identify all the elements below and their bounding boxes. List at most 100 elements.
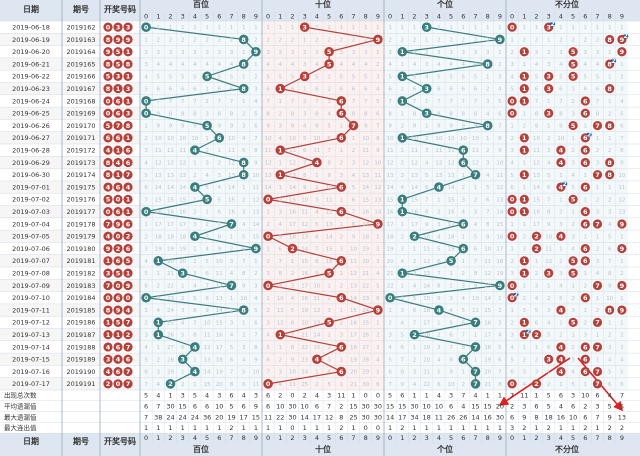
position-ball: [202, 194, 212, 205]
miss-count: 12: [387, 160, 394, 166]
stat-value: 0: [290, 424, 294, 432]
position-digit: 6: [461, 245, 466, 253]
combined-ball: [592, 120, 603, 131]
combined-digit: 7: [595, 220, 600, 228]
miss-count: 7: [547, 197, 551, 203]
digit-footer: 1: [522, 434, 526, 442]
position-digit: 6: [339, 368, 344, 376]
open-number: 9: [126, 36, 131, 44]
combined-digit: 1: [522, 331, 527, 339]
miss-count: 7: [437, 99, 441, 105]
miss-count: 10: [240, 296, 247, 302]
stat-value: 1: [315, 424, 319, 432]
open-number: 4: [106, 183, 111, 191]
combined-ball: [580, 96, 590, 106]
miss-count: 1: [486, 136, 490, 142]
open-number: 1: [106, 257, 111, 265]
miss-count: 26: [362, 333, 369, 339]
miss-count: 8: [559, 111, 563, 117]
miss-count: 2: [462, 382, 466, 388]
chart-text: 日期期号开奖号码日期期号开奖号码百位百位00112233445566778899…: [4, 0, 626, 454]
miss-count: 1: [193, 197, 197, 203]
position-ball: [165, 379, 176, 389]
miss-count: 12: [204, 345, 211, 351]
stat-value: 10: [569, 413, 577, 421]
miss-count: 8: [608, 271, 612, 277]
miss-count: 1: [413, 25, 417, 31]
miss-count: 2: [584, 283, 588, 289]
digit-header: 6: [339, 13, 343, 21]
open-number-ball: [113, 34, 123, 45]
digit-header: 2: [412, 13, 416, 21]
miss-count: 16: [448, 210, 455, 216]
miss-count: 10: [289, 136, 296, 142]
miss-count: 3: [559, 271, 563, 277]
open-number: 0: [116, 196, 121, 204]
miss-count: 3: [474, 210, 478, 216]
miss-count: 2: [388, 320, 392, 326]
miss-count: 1: [303, 87, 307, 93]
miss-count: 3: [144, 247, 148, 253]
digit-header: 3: [425, 13, 429, 21]
digit-header: 2: [168, 13, 172, 21]
position-ball: [336, 182, 347, 192]
miss-count: 2: [230, 247, 234, 253]
combined-digit: 4: [559, 356, 564, 364]
combined-ball: [531, 243, 542, 254]
miss-count: 2: [523, 124, 527, 130]
open-number-ball: [113, 231, 123, 241]
miss-count: 9: [474, 283, 478, 289]
combined-digit: 6: [583, 368, 588, 376]
stat-value: 36: [203, 413, 211, 421]
miss-count: 1: [462, 234, 466, 240]
repeat-badge: [513, 291, 519, 298]
stat-value: 9: [522, 413, 526, 421]
miss-count: 7: [388, 99, 392, 105]
position-digit: 9: [254, 48, 259, 56]
open-number-ball: [103, 157, 113, 168]
stat-value: 1: [559, 424, 563, 432]
miss-count: 2: [413, 259, 417, 265]
miss-count: 11: [496, 173, 503, 179]
position-digit: 4: [193, 233, 198, 241]
miss-count: 12: [167, 160, 174, 166]
miss-count: 17: [533, 222, 540, 228]
stat-value: 17: [240, 413, 248, 421]
miss-count: 1: [340, 357, 344, 363]
position-ball: [458, 243, 469, 254]
stat-value: 6: [559, 392, 563, 400]
miss-count: 4: [327, 111, 331, 117]
miss-count: 1: [584, 173, 588, 179]
miss-count: 19: [350, 357, 357, 363]
stat-value: 7: [595, 413, 599, 421]
miss-count: 3: [498, 320, 502, 326]
miss-count: 2: [559, 37, 563, 43]
miss-count: 16: [167, 210, 174, 216]
combined-ball: [617, 305, 627, 315]
open-number-ball: [113, 354, 123, 364]
miss-count: 9: [486, 234, 490, 240]
miss-count: 2: [205, 37, 209, 43]
miss-count: 4: [510, 345, 514, 351]
miss-count: 18: [448, 234, 455, 240]
miss-count: 22: [362, 283, 369, 289]
miss-count: 3: [376, 345, 380, 351]
miss-count: 4: [547, 160, 551, 166]
miss-count: 4: [242, 136, 246, 142]
open-number-ball: [103, 207, 113, 217]
miss-count: 2: [181, 296, 185, 302]
miss-count: 6: [388, 370, 392, 376]
miss-count: 7: [388, 382, 392, 388]
position-digit: 8: [241, 159, 246, 167]
open-number-ball: [113, 182, 123, 192]
repeat-count: 2: [550, 20, 555, 28]
miss-count: 5: [547, 333, 551, 339]
miss-count: 2: [327, 37, 331, 43]
miss-count: 5: [535, 308, 539, 314]
open-number-ball: [103, 194, 113, 204]
miss-count: 1: [242, 185, 246, 191]
miss-count: 6: [291, 87, 295, 93]
miss-count: 2: [303, 99, 307, 105]
combined-digit: 6: [583, 183, 588, 191]
position-digit: 8: [485, 122, 490, 130]
